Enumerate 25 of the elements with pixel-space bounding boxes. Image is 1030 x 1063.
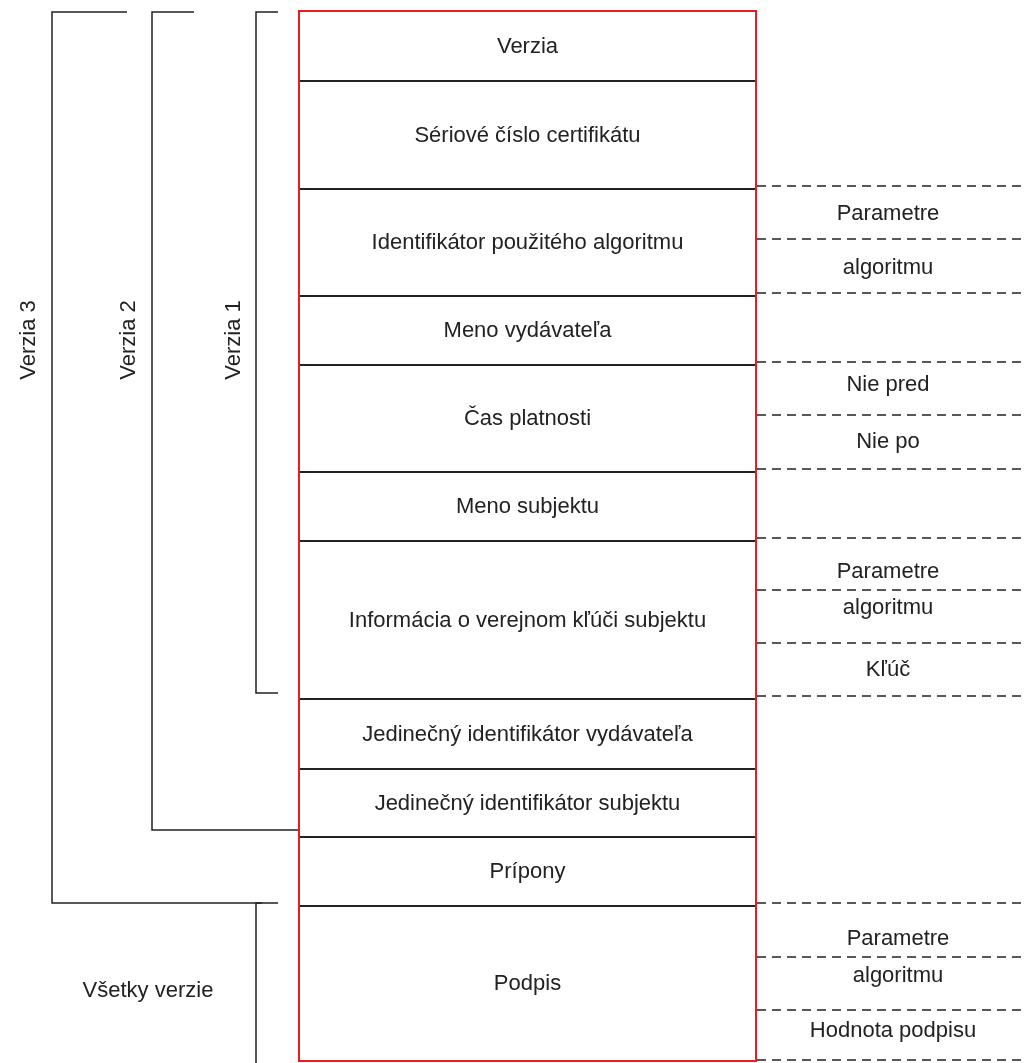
subfield-label: algoritmu — [852, 962, 944, 988]
field-name: Identifikátor použitého algoritmu — [371, 228, 684, 257]
version-label: Verzia 2 — [115, 300, 141, 380]
subfield-label: Nie pred — [846, 371, 930, 397]
subfield-label: Parametre — [836, 558, 940, 584]
field-name: Jedinečný identifikátor vydávateľa — [362, 719, 693, 748]
subfield-label: algoritmu — [842, 254, 934, 280]
field-name: Informácia o verejnom kľúči subjektu — [348, 605, 707, 634]
field-name: Sériové číslo certifikátu — [414, 120, 641, 149]
subfield-label: Kľúč — [865, 656, 911, 682]
version-label: Verzia 3 — [15, 300, 41, 380]
subfield-label: Hodnota podpisu — [809, 1017, 977, 1043]
field-name: Meno vydávateľa — [443, 316, 612, 345]
subfield-label: algoritmu — [842, 594, 934, 620]
field-name: Meno subjektu — [455, 492, 600, 521]
version-label: Verzia 1 — [220, 300, 246, 380]
subfield-label: Parametre — [846, 925, 950, 951]
field-name: Verzia — [496, 31, 559, 60]
subfield-label: Nie po — [856, 428, 920, 454]
field-name: Jedinečný identifikátor subjektu — [374, 788, 681, 817]
subfield-label: Parametre — [836, 200, 940, 226]
version-label: Všetky verzie — [82, 977, 214, 1003]
field-name: Prípony — [489, 857, 566, 886]
field-name: Podpis — [493, 969, 562, 998]
field-name: Čas platnosti — [463, 404, 592, 433]
